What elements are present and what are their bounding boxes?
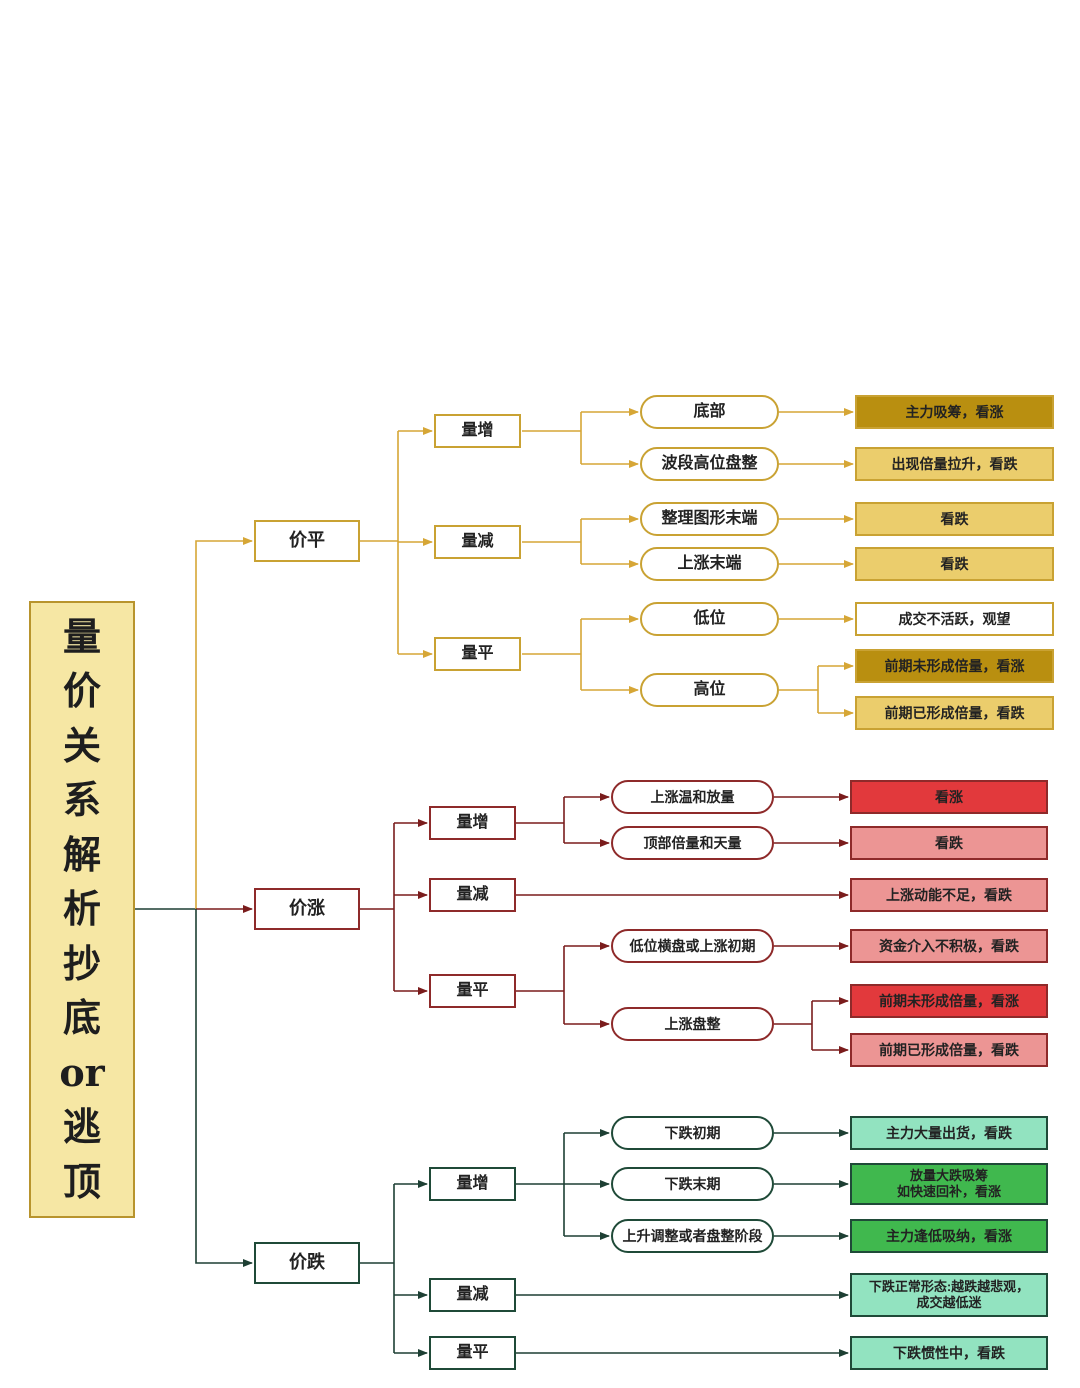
result-line: 放量大跌吸筹 bbox=[909, 1168, 988, 1184]
node-price-down-vol-up: 量增 bbox=[429, 1167, 516, 1201]
result-bearish: 看跌 bbox=[855, 547, 1054, 581]
node-price-flat-vol-flat: 量平 bbox=[434, 637, 521, 671]
node-price-flat-vol-up: 量增 bbox=[434, 414, 521, 448]
result-accumulate-rebound-bullish: 放量大跌吸筹 如快速回补，看涨 bbox=[850, 1163, 1048, 1205]
node-pattern-end: 整理图形末端 bbox=[640, 502, 779, 536]
title-char: 抄 bbox=[62, 940, 101, 986]
node-price-flat-vol-down: 量减 bbox=[434, 525, 521, 559]
result-bullish: 看涨 bbox=[850, 780, 1048, 814]
result-line: 下跌正常形态:越跌越悲观， bbox=[868, 1279, 1030, 1295]
title-char: or bbox=[59, 1049, 105, 1095]
node-fall-end: 下跌末期 bbox=[611, 1167, 774, 1201]
result-weak-momentum-bearish: 上涨动能不足，看跌 bbox=[850, 878, 1048, 912]
node-price-up: 价涨 bbox=[254, 888, 360, 930]
result-accumulate-bullish: 主力吸筹，看涨 bbox=[855, 395, 1054, 429]
title-char: 关 bbox=[62, 722, 101, 768]
result-double-formed-bearish: 前期已形成倍量，看跌 bbox=[850, 1033, 1048, 1067]
node-bottom: 底部 bbox=[640, 395, 779, 429]
node-mild-volume: 上涨温和放量 bbox=[611, 780, 774, 814]
result-wait: 成交不活跃，观望 bbox=[855, 602, 1054, 636]
title-char: 底 bbox=[62, 995, 101, 1041]
title-char: 析 bbox=[62, 886, 101, 932]
node-price-flat: 价平 bbox=[254, 520, 360, 562]
result-heavy-selling-bearish: 主力大量出货，看跌 bbox=[850, 1116, 1048, 1150]
result-double-formed-bearish: 前期已形成倍量，看跌 bbox=[855, 696, 1054, 730]
result-buy-dip-bullish: 主力逢低吸纳，看涨 bbox=[850, 1219, 1048, 1253]
node-rise-end: 上涨末端 bbox=[640, 547, 779, 581]
title-char: 价 bbox=[62, 668, 101, 714]
node-price-up-vol-down: 量减 bbox=[429, 878, 516, 912]
result-weak-capital-bearish: 资金介入不积极，看跌 bbox=[850, 929, 1048, 963]
node-price-up-vol-flat: 量平 bbox=[429, 974, 516, 1008]
node-rise-consolidation: 上涨盘整 bbox=[611, 1007, 774, 1041]
node-price-down-vol-flat: 量平 bbox=[429, 1336, 516, 1370]
node-high: 高位 bbox=[640, 673, 779, 707]
title-char: 逃 bbox=[62, 1104, 101, 1150]
result-no-double-bullish: 前期未形成倍量，看涨 bbox=[850, 984, 1048, 1018]
title-char: 顶 bbox=[62, 1158, 101, 1204]
node-top-huge-volume: 顶部倍量和天量 bbox=[611, 826, 774, 860]
result-line: 如快速回补，看涨 bbox=[896, 1184, 1001, 1199]
node-price-up-vol-up: 量增 bbox=[429, 806, 516, 840]
title-char: 解 bbox=[62, 831, 101, 877]
title-char: 量 bbox=[62, 613, 101, 659]
node-rise-adjust: 上升调整或者盘整阶段 bbox=[611, 1219, 774, 1253]
result-double-volume-bearish: 出现倍量拉升，看跌 bbox=[855, 447, 1054, 481]
node-low-sideways: 低位横盘或上涨初期 bbox=[611, 929, 774, 963]
result-line: 成交越低迷 bbox=[916, 1295, 982, 1310]
node-price-down: 价跌 bbox=[254, 1242, 360, 1284]
diagram-title: 量 价 关 系 解 析 抄 底 or 逃 顶 bbox=[29, 601, 135, 1218]
result-no-double-bullish: 前期未形成倍量，看涨 bbox=[855, 649, 1054, 683]
result-bearish: 看跌 bbox=[855, 502, 1054, 536]
result-inertia-bearish: 下跌惯性中，看跌 bbox=[850, 1336, 1048, 1370]
result-bearish: 看跌 bbox=[850, 826, 1048, 860]
title-char: 系 bbox=[62, 777, 101, 823]
result-normal-decline: 下跌正常形态:越跌越悲观， 成交越低迷 bbox=[850, 1273, 1048, 1317]
node-price-down-vol-down: 量减 bbox=[429, 1278, 516, 1312]
node-high-consolidation: 波段高位盘整 bbox=[640, 447, 779, 481]
node-low: 低位 bbox=[640, 602, 779, 636]
node-fall-start: 下跌初期 bbox=[611, 1116, 774, 1150]
